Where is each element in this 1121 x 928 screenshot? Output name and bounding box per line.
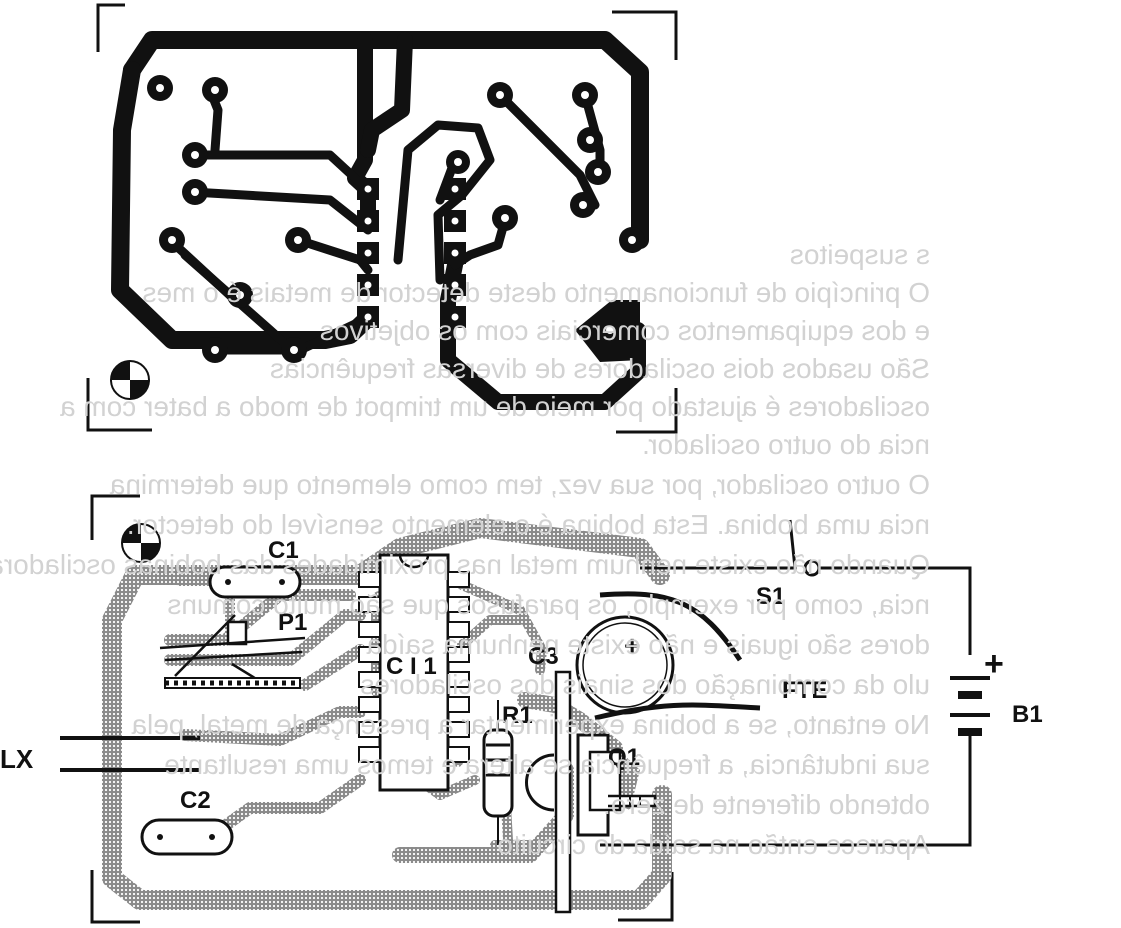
label-ci1: C I 1 <box>386 653 437 680</box>
bleed-line: sua indutância, a frequência se altera e… <box>164 749 930 780</box>
battery-b1 <box>950 676 990 736</box>
capacitor-c1 <box>208 565 302 599</box>
registration-mark-bottom <box>121 523 161 563</box>
bleed-line: e dos equipamentos comerciais com os obj… <box>319 315 930 346</box>
bleed-line: ncia do outro oscilador. <box>642 429 930 460</box>
crop-marks-top <box>86 3 678 434</box>
bleed-line: O outro oscilador, por sua vez, tem como… <box>109 469 930 500</box>
transistor-q1 <box>525 733 657 837</box>
coil-lx-leads <box>60 736 200 772</box>
label-c2: C2 <box>180 787 211 814</box>
bleed-line: São usados dois osciladores de diversas … <box>270 353 930 384</box>
copper-traces <box>111 31 649 410</box>
bleed-line: Quando não existe nenhum metal nas proxi… <box>0 549 930 580</box>
label-plus-battery: + <box>984 645 1004 683</box>
copper-pads <box>147 75 645 363</box>
bleed-line: dores são iguais e não existe nenhuma sa… <box>366 629 931 660</box>
trimpot-p1 <box>159 614 306 689</box>
label-q1: Q1 <box>608 744 640 771</box>
bleed-line: osciladores é ajustado por meio de um tr… <box>59 391 930 422</box>
capacitor-c3 <box>554 615 675 914</box>
copper-side-view <box>86 3 678 434</box>
label-c3: C3 <box>528 643 559 670</box>
label-s1: S1 <box>756 583 785 610</box>
label-p1: P1 <box>278 609 307 636</box>
capacitor-c2 <box>140 818 234 856</box>
resistor-r1 <box>482 700 514 845</box>
bleed-line: obtendo diferente de zero. <box>603 789 930 820</box>
label-fte: FTE <box>782 677 827 704</box>
component-side-view: C1 P1 C I 1 <box>0 494 1043 924</box>
registration-mark-top <box>110 360 150 400</box>
label-lx: LX <box>0 744 34 774</box>
label-r1: R1 <box>502 702 533 729</box>
bleed-line: No entanto, se a bobina experimentar a p… <box>131 709 930 740</box>
bleed-line: O princípio de funcionamento deste detec… <box>142 277 930 308</box>
bleed-line: ncia, como por exemplo, os parafusos que… <box>167 589 930 620</box>
bleed-line: ncia uma bobina. Esta bobina é o element… <box>126 509 930 540</box>
bleed-line: s suspeitos <box>789 239 930 270</box>
external-wiring <box>594 519 972 847</box>
crop-marks-bottom <box>90 494 674 924</box>
label-b1: B1 <box>1012 701 1043 728</box>
label-c1: C1 <box>268 537 299 564</box>
label-plus-capacitor: + <box>624 630 640 661</box>
integrated-circuit-ci1 <box>358 553 470 792</box>
bleed-line: Aparece então na saída do circuito <box>497 829 930 860</box>
bleed-line: ulo da combinação dos sinais dos oscilad… <box>360 669 930 700</box>
